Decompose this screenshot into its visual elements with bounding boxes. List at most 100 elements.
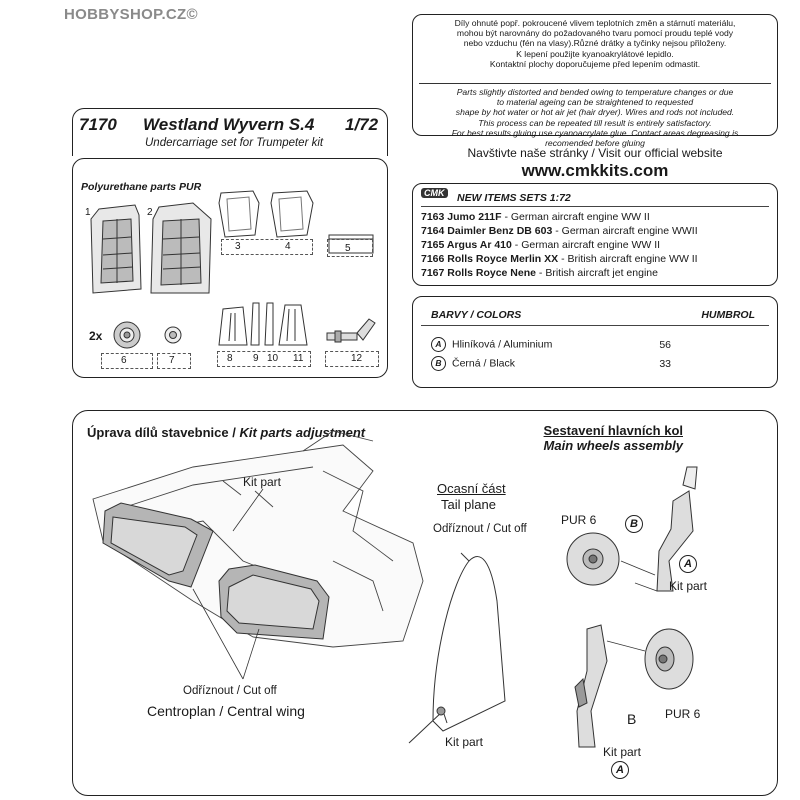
part-12-label-frame <box>325 351 379 367</box>
part-number-4: 4 <box>285 241 291 252</box>
product-title: 7170 Westland Wyvern S.4 1/72 Undercarri… <box>72 108 388 156</box>
part-number-9: 9 <box>253 353 259 364</box>
heading-en: Main wheels assembly <box>543 438 683 453</box>
part-number-12: 12 <box>351 353 363 364</box>
item-code: 7166 Rolls Royce Merlin XX <box>421 253 559 265</box>
notice-english: Parts slightly distorted and bended owin… <box>413 87 777 148</box>
part-7-hub-drawing <box>164 326 182 344</box>
heading-cz: Úprava dílů stavebnice / <box>87 425 240 440</box>
color-b-marker: B <box>625 515 643 533</box>
notice-en-line: For best results gluing use cyanoacrylat… <box>451 127 739 138</box>
pur6-top-label: PUR 6 <box>561 513 597 527</box>
notice-czech: Díly ohnuté popř. pokroucené vlivem tepl… <box>413 18 777 69</box>
notice-divider <box>419 83 771 84</box>
color-letter-b: B <box>431 356 446 371</box>
kit-part-tail-label: Kit part <box>445 735 484 749</box>
color-b-marker-bottom: B <box>627 711 637 727</box>
colors-divider <box>421 325 769 326</box>
list-item: 7165 Argus Ar 410 - German aircraft engi… <box>421 238 698 252</box>
parts-panel: Polyurethane parts PUR <box>72 158 388 378</box>
kit-adjustment-heading: Úprava dílů stavebnice / Kit parts adjus… <box>87 425 365 440</box>
kit-part-wheel-bottom-label: Kit part <box>603 745 642 759</box>
new-items-divider <box>421 206 769 207</box>
cmk-logo: CMK <box>421 188 448 198</box>
item-code: 7163 Jumo 211F <box>421 211 502 223</box>
pur6-bottom-label: PUR 6 <box>665 707 701 721</box>
hobbyshop-watermark: HOBBYSHOP.CZ© <box>64 6 198 23</box>
part-7-label-frame <box>157 353 191 369</box>
website-link[interactable]: www.cmkkits.com <box>521 161 669 180</box>
item-desc: - British aircraft jet engine <box>535 267 658 279</box>
main-wheel-bottom-drawing <box>574 624 694 748</box>
main-wheels-heading: Sestavení hlavních kol Main wheels assem… <box>544 423 683 453</box>
part-6-wheel-drawing <box>113 321 141 349</box>
tail-plane-en-label: Tail plane <box>441 497 496 512</box>
colors-panel: BARVY / COLORS HUMBROL A Hliníková / Alum… <box>412 296 778 388</box>
part-6-label-frame <box>101 353 153 369</box>
part-number-1: 1 <box>85 207 91 218</box>
part-number-3: 3 <box>235 241 241 252</box>
color-value-b: 33 <box>659 358 671 370</box>
leader-lines <box>192 488 264 680</box>
part-5-label-frame <box>327 239 373 257</box>
list-item: 7166 Rolls Royce Merlin XX - British air… <box>421 252 698 266</box>
assembly-drawings <box>92 430 698 748</box>
new-items-list: 7163 Jumo 211F - German aircraft engine … <box>421 210 698 280</box>
parts-drawings <box>90 190 376 349</box>
part-1-drawing <box>90 204 142 294</box>
part-number-10: 10 <box>267 353 279 364</box>
notice-en-line: shape by hot water or hot air jet (hair … <box>455 107 735 118</box>
color-a-marker: A <box>679 555 697 573</box>
notice-cz-line: Díly ohnuté popř. pokroucené vlivem tepl… <box>454 18 736 28</box>
notice-en-line: This process can be repeated till result… <box>478 117 712 128</box>
colors-header: BARVY / COLORS <box>431 309 522 321</box>
part-number-5: 5 <box>345 243 351 254</box>
color-row-a: A Hliníková / Aluminium <box>431 337 552 352</box>
item-code: 7164 Daimler Benz DB 603 <box>421 225 553 237</box>
part-8-11-drawing <box>218 302 308 346</box>
kit-part-wheel-top-label: Kit part <box>669 579 708 593</box>
heading-cz: Sestavení hlavních kol <box>543 423 683 438</box>
parts-3-4-label-frame <box>221 239 313 255</box>
main-wheel-top-drawing <box>566 466 698 592</box>
notice-cz-line: Kontaktní plochy doporučujeme před lepen… <box>489 58 701 69</box>
list-item: 7167 Rolls Royce Nene - British aircraft… <box>421 266 698 280</box>
part-2-drawing <box>150 202 212 294</box>
item-desc: - German aircraft engine WW II <box>511 239 661 251</box>
product-scale: 1/72 <box>345 115 379 134</box>
tail-plane-drawing <box>408 552 506 744</box>
parts-8-11-label-frame <box>217 351 311 367</box>
item-code: 7165 Argus Ar 410 <box>421 239 512 251</box>
notice-cz-line: K lepení použijte kyanoakrylátové lepidl… <box>516 48 674 59</box>
new-items-panel: CMK NEW ITEMS SETS 1:72 7163 Jumo 211F -… <box>412 183 778 286</box>
part-6-quantity: 2x <box>89 329 103 343</box>
cut-off-boxes-drawing <box>102 502 330 640</box>
color-a-marker-bottom: A <box>611 761 629 779</box>
humbrol-header: HUMBROL <box>701 309 755 321</box>
visit-text: Navštivte naše stránky / Visit our offic… <box>467 146 723 160</box>
color-name: Hliníková / Aluminium <box>452 338 553 351</box>
notice-en-line: Parts slightly distorted and bended owin… <box>456 87 734 97</box>
color-name: Černá / Black <box>452 357 516 370</box>
color-value-a: 56 <box>659 339 671 351</box>
product-code: 7170 <box>79 115 117 134</box>
part-number-7: 7 <box>169 355 175 366</box>
item-code: 7167 Rolls Royce Nene <box>421 267 536 279</box>
tail-plane-cz-label: Ocasní část <box>437 481 506 496</box>
item-desc: - German aircraft engine WW II <box>501 211 650 223</box>
heading-en: Kit parts adjustment <box>239 425 366 440</box>
part-number-6: 6 <box>121 355 127 366</box>
product-name: Westland Wyvern S.4 <box>143 115 315 134</box>
kit-part-label: Kit part <box>243 475 282 489</box>
part-3-4-drawing <box>218 190 314 238</box>
list-item: 7164 Daimler Benz DB 603 - German aircra… <box>421 224 698 238</box>
color-letter-a: A <box>431 337 446 352</box>
part-number-2: 2 <box>147 207 153 218</box>
new-items-header: NEW ITEMS SETS 1:72 <box>457 192 571 204</box>
central-wing-label: Centroplan / Central wing <box>147 703 305 719</box>
notice-cz-line: nebo vzduchu (fén na vlasy).Různé drátky… <box>463 38 727 49</box>
parts-label: Polyurethane parts PUR <box>81 181 202 193</box>
notice-en-line: recomended before gluing <box>545 138 645 149</box>
notice-cz-line: mohou být narovnány do požadovaného tvar… <box>456 28 734 39</box>
part-12-drawing <box>326 318 376 343</box>
